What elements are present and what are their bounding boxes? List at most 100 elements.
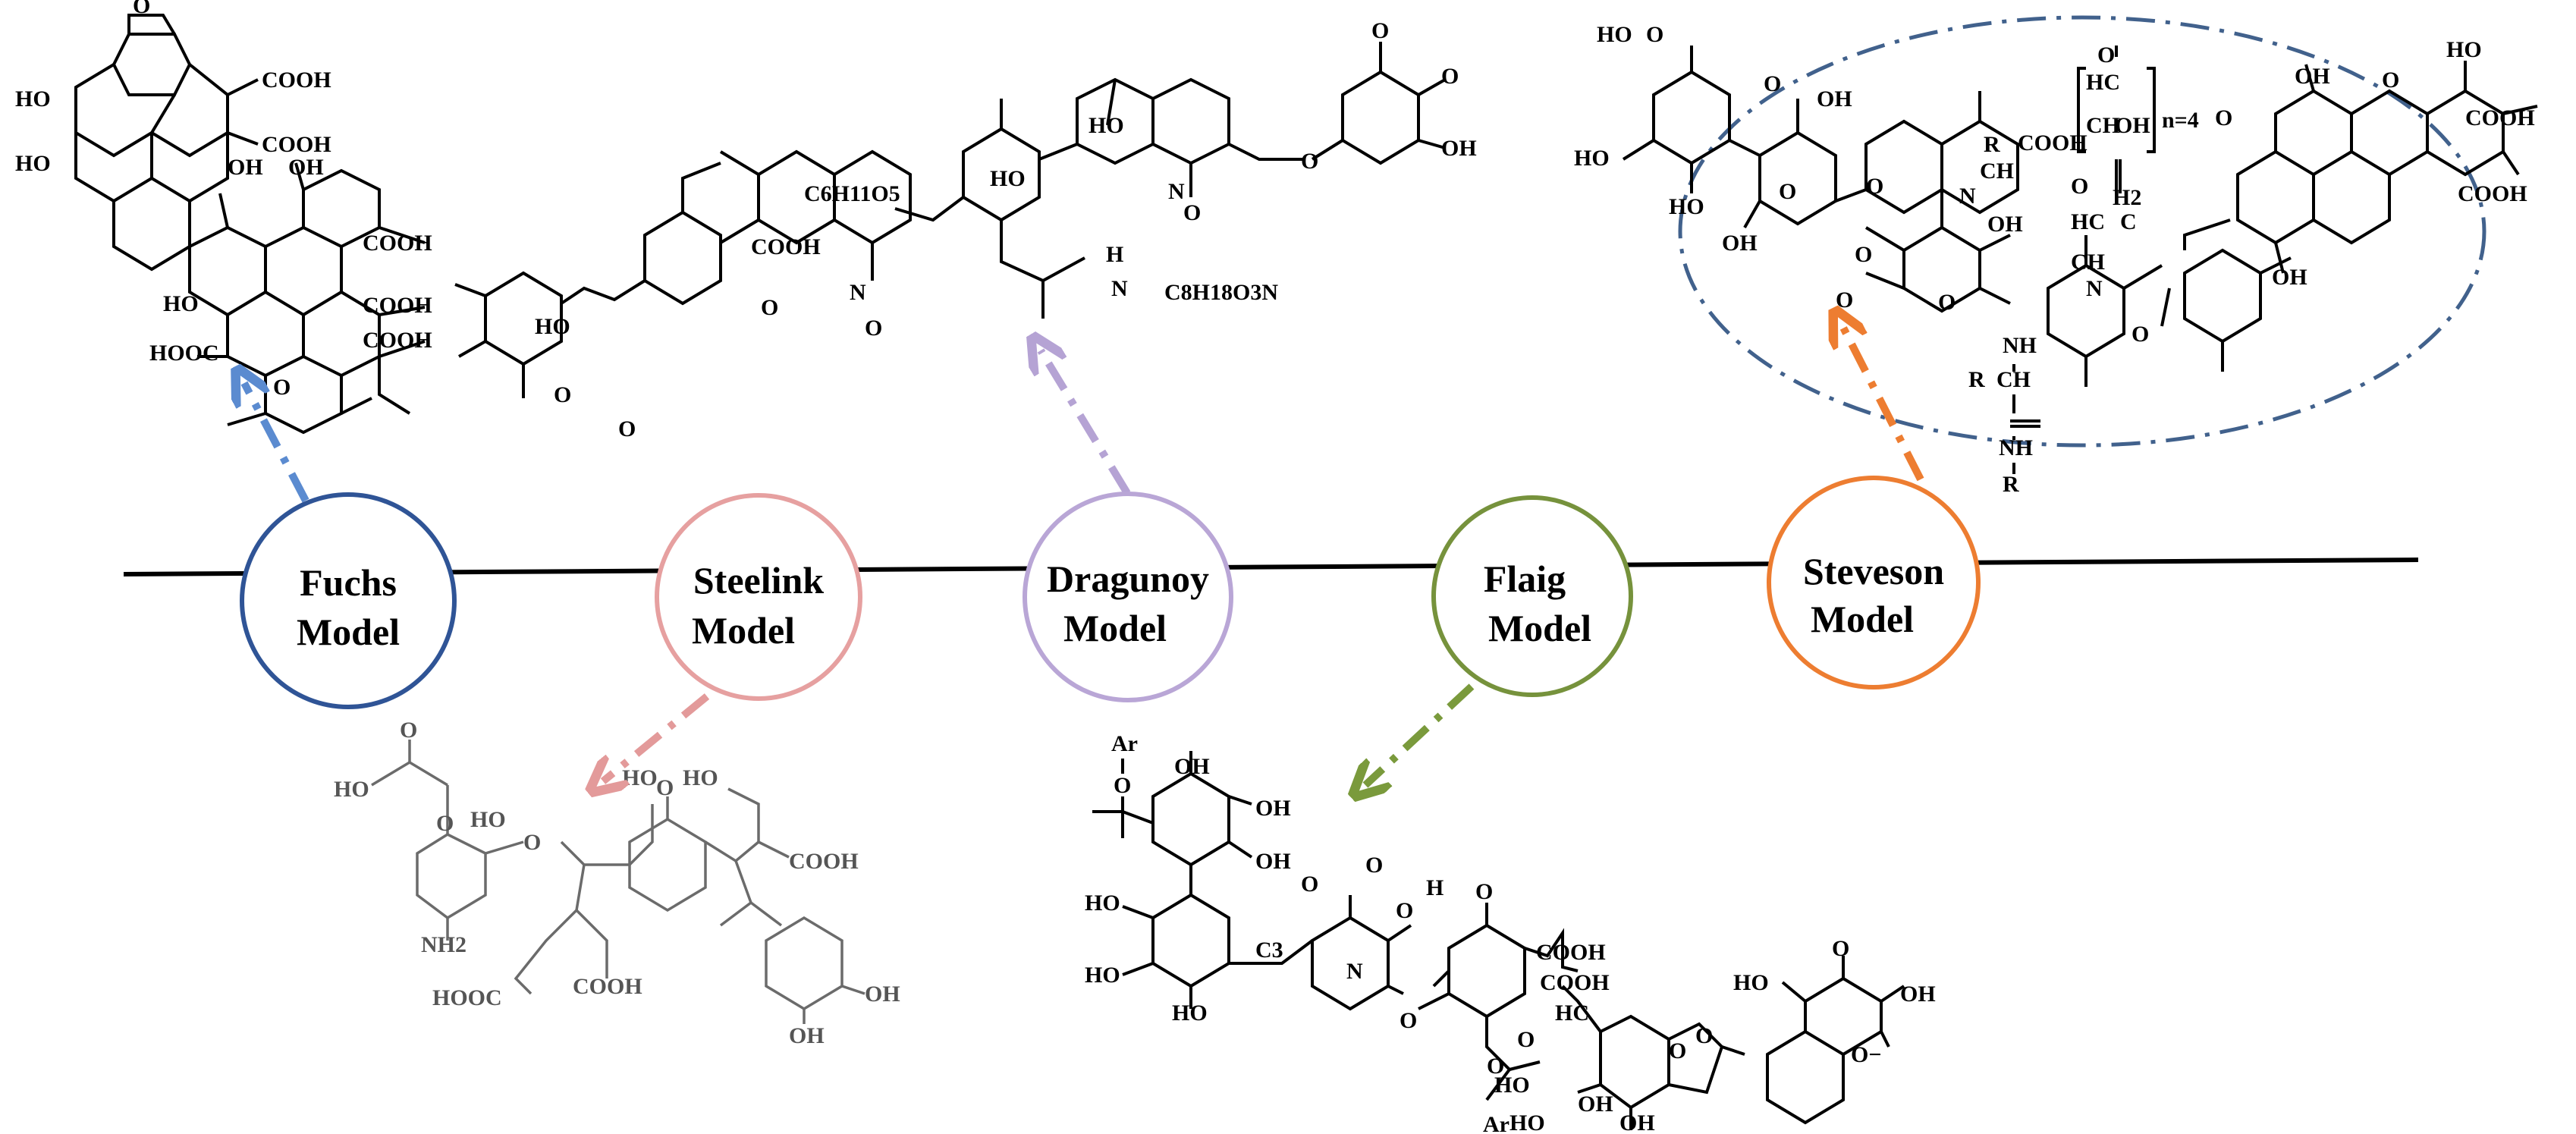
dragunoy-label-12: H (1106, 242, 1123, 267)
flaig-label-6: O (1301, 872, 1318, 897)
steveson-label-21: COOH (2458, 181, 2527, 206)
steveson-label-28: HC (2071, 209, 2105, 234)
steelink-label-8: COOH (789, 849, 859, 874)
dragunoy-label-8: O (1183, 200, 1201, 225)
flaig-label-22: O (1487, 1054, 1504, 1079)
fuchs-label-1: HO (15, 86, 51, 112)
steveson-label-6: OH (1722, 231, 1758, 256)
dragunoy-label-2: HO (1089, 113, 1124, 138)
fuchs-label-3: COOH (262, 68, 331, 93)
steveson-label-14: OH (2115, 113, 2150, 138)
dragunoy-label-14: C8H18O3N (1164, 280, 1278, 305)
dragunoy-label-3: OH (1441, 136, 1477, 161)
steelink-label-0: O (400, 718, 417, 743)
steveson-label-26: OH (1987, 212, 2023, 237)
flaig-label-15: O (1400, 1008, 1417, 1033)
steelink-label-3: HO (470, 807, 506, 832)
steveson-label-18: O (2382, 68, 2399, 93)
dragunoy-structure (454, 42, 1446, 398)
flaig-label-2: OH (1174, 754, 1210, 779)
fuchs-label-0: O (133, 0, 150, 18)
flaig-label-16: COOH (1536, 940, 1606, 965)
flaig-arrow (1365, 683, 1475, 785)
steveson-label-33: O (2131, 322, 2149, 347)
flaig-label-1: O (1114, 773, 1131, 798)
dragunoy-label-5: HO (990, 166, 1026, 191)
steveson-structure (1622, 46, 2538, 387)
flaig-model-circle (1431, 495, 1633, 697)
flaig-model-node: Flaig Model (1431, 495, 1633, 697)
flaig-label-23: OH (1578, 1092, 1613, 1117)
steveson-label-2: O (1764, 71, 1781, 96)
dragunoy-label-10: N (850, 280, 866, 305)
steelink-label-6: O (656, 775, 674, 800)
dragunoy-model-circle (1023, 492, 1233, 702)
steveson-label-17: OH (2295, 64, 2330, 89)
steveson-label-8: COOH (2018, 130, 2088, 155)
steveson-label-0: HO (1597, 22, 1632, 47)
steveson-label-7: R (1984, 132, 2000, 157)
steelink-structure (371, 740, 865, 1024)
steveson-label-40: O (1866, 174, 1883, 199)
steveson-label-27: H2 (2113, 185, 2141, 210)
steveson-label-23: O (1855, 242, 1872, 267)
flaig-model-line2: Model (1488, 607, 1591, 649)
steelink-model-node: Steelink Model (655, 493, 862, 701)
fuchs-label-4: COOH (262, 132, 331, 157)
steveson-label-20: COOH (2465, 105, 2535, 130)
fuchs-label-5: OH (228, 155, 263, 180)
steveson-label-11: O (2097, 42, 2115, 68)
steveson-model-line1: Steveson (1803, 550, 1944, 592)
flaig-label-12: N (1346, 959, 1363, 984)
flaig-label-13: H (1426, 875, 1444, 900)
dragunoy-label-15: HO (535, 314, 570, 339)
flaig-label-14: O (1475, 879, 1493, 904)
steveson-label-15: n=4 (2162, 108, 2199, 133)
steveson-label-1: O (1646, 22, 1663, 47)
steveson-label-34: OH (2272, 265, 2307, 290)
steveson-label-24: O (1836, 287, 1853, 313)
fuchs-label-8: HO (163, 291, 199, 316)
steveson-label-10: N (1959, 184, 1976, 209)
flaig-label-10: HO (1172, 1000, 1208, 1026)
flaig-label-19: O (1517, 1027, 1535, 1052)
steveson-label-35: NH (2003, 333, 2037, 358)
steelink-label-10: HOOC (432, 985, 502, 1010)
steveson-arrow (1842, 325, 1924, 482)
flaig-label-30: O− (1851, 1042, 1881, 1067)
flaig-label-24: OH (1619, 1110, 1655, 1134)
fuchs-label-2: HO (15, 151, 51, 176)
steelink-model-line1: Steelink (693, 559, 824, 602)
steveson-label-32: N (2086, 276, 2103, 301)
steveson-label-25: O (1938, 290, 1956, 315)
dragunoy-label-0: O (1371, 18, 1389, 43)
flaig-label-11: C3 (1255, 938, 1283, 963)
flaig-structure (1092, 751, 1905, 1130)
steveson-label-13: CH (2086, 113, 2120, 138)
flaig-label-4: OH (1255, 849, 1291, 874)
steveson-label-29: C (2120, 209, 2137, 234)
steelink-label-5: HO (622, 765, 658, 790)
steelink-label-1: HO (334, 777, 369, 802)
flaig-label-21: HC (1555, 1000, 1589, 1026)
steveson-label-36: R (1968, 367, 1985, 392)
steveson-label-31: CH (2071, 250, 2105, 275)
flaig-label-7: O (1365, 853, 1383, 878)
dragunoy-model-line2: Model (1063, 607, 1167, 649)
flaig-label-20: O (1669, 1038, 1686, 1063)
flaig-label-29: Ar (1483, 1112, 1509, 1134)
steveson-amine-chain (2010, 364, 2040, 474)
steveson-label-22: O (1779, 179, 1796, 204)
steveson-label-9: CH (1980, 159, 2014, 184)
fuchs-label-12: O (273, 375, 291, 400)
fuchs-model-node: Fuchs Model (240, 492, 457, 709)
dragunoy-label-13: N (1111, 276, 1128, 301)
steveson-label-3: OH (1817, 86, 1852, 112)
steelink-label-2: O (436, 811, 454, 836)
flaig-label-28: HO (1509, 1110, 1545, 1134)
steelink-arrow (603, 693, 710, 781)
dragunoy-label-4: C6H11O5 (804, 181, 900, 206)
steelink-label-11: COOH (573, 974, 642, 999)
steelink-model-circle (655, 493, 862, 701)
dragunoy-label-16: O (761, 295, 778, 320)
